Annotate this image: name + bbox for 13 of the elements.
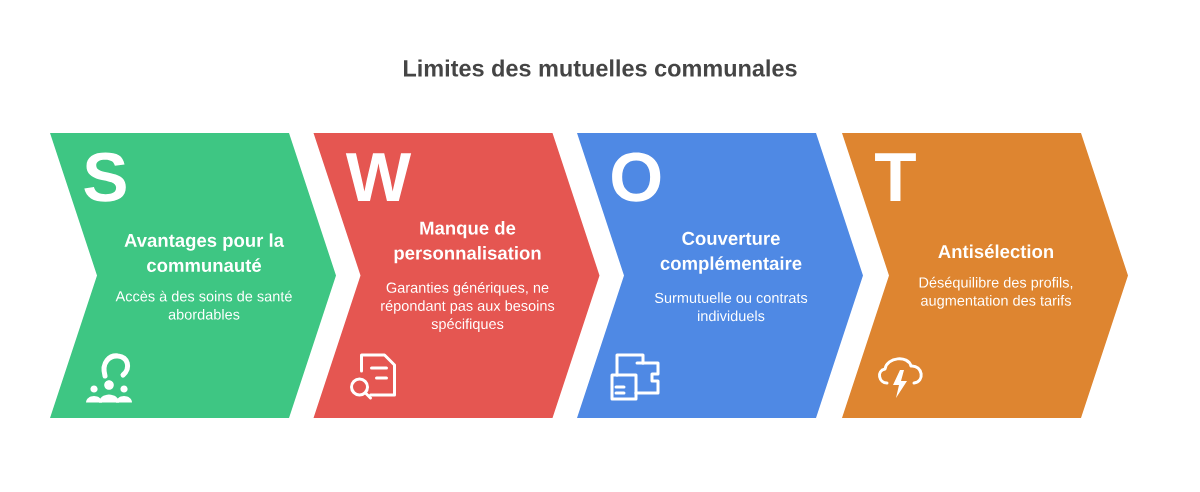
letter: W — [345, 153, 412, 201]
heading: Antisélection — [938, 244, 1053, 259]
description: Garanties génériques, ne répondant pas aux besoins spécifiques — [381, 281, 555, 332]
description: Accès à des soins de santé abordables — [115, 290, 292, 320]
description: Déséquilibre des profils, augmentation des tarifs — [919, 276, 1073, 309]
description: Surmutuelle ou contrats individuels — [654, 292, 808, 322]
letter: O — [612, 152, 661, 202]
heading: Manque de personnalisation — [394, 221, 541, 264]
letter: S — [84, 152, 126, 202]
heading: Couverture complémentaire — [660, 231, 802, 274]
title: Limites des mutuelles communales — [404, 59, 797, 77]
heading: Avantages pour la communauté — [124, 233, 285, 272]
letter: T — [875, 153, 916, 201]
